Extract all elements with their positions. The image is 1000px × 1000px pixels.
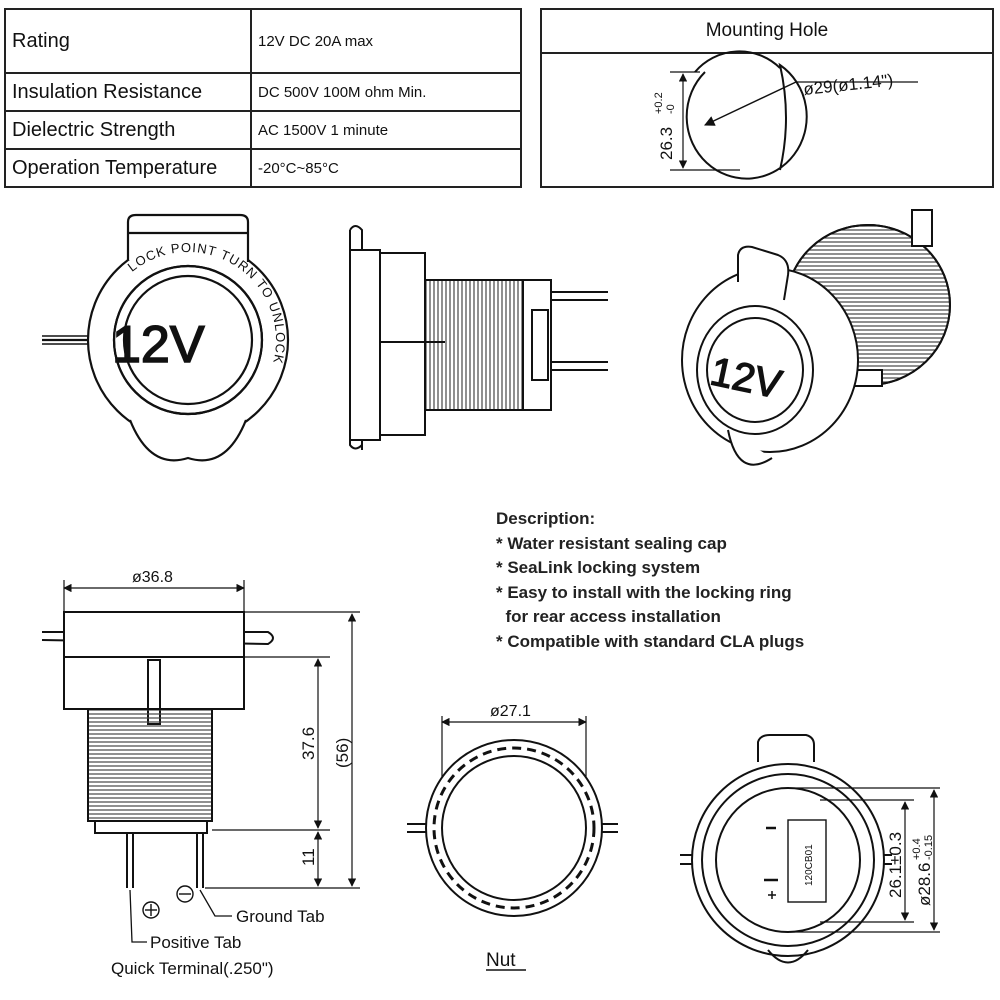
rear-outer-tol-plus: +0.4 bbox=[911, 838, 923, 860]
description-item: * Compatible with standard CLA plugs bbox=[496, 631, 805, 651]
mounting-hole-diameter: ø29(ø1.14") bbox=[802, 71, 894, 99]
rear-outer-dimension: ø28.6 +0.4 -0.15 bbox=[911, 835, 935, 906]
mounting-hole-title: Mounting Hole bbox=[542, 10, 992, 54]
side-terminal-length: 11 bbox=[299, 848, 318, 866]
spec-value: AC 1500V 1 minute bbox=[250, 110, 522, 150]
mounting-hole-height-dim: 26.3 +0.2 -0 bbox=[653, 92, 677, 160]
description-item: * Easy to install with the locking ring bbox=[496, 582, 792, 602]
mounting-hole-panel: Mounting Hole bbox=[540, 8, 994, 188]
socket-perspective-view bbox=[681, 209, 951, 466]
rear-view bbox=[680, 734, 940, 964]
description-item: * SeaLink locking system bbox=[496, 558, 701, 577]
side-body-length: 37.6 bbox=[299, 727, 318, 760]
nut-view bbox=[407, 716, 618, 971]
description-heading: Description: bbox=[496, 509, 596, 528]
rear-board-code: 120CB01 bbox=[804, 844, 815, 886]
ground-tab-label: Ground Tab bbox=[236, 907, 325, 926]
socket-side-view bbox=[349, 225, 608, 450]
spec-table: Rating 12V DC 20A max Insulation Resista… bbox=[4, 8, 996, 196]
mounting-hole-height-tol-minus: -0 bbox=[665, 104, 677, 114]
quick-terminal-label: Quick Terminal(.250") bbox=[111, 959, 274, 978]
side-total-length: (56) bbox=[333, 738, 352, 768]
spec-label: Dielectric Strength bbox=[4, 110, 252, 150]
positive-tab-label: Positive Tab bbox=[150, 933, 241, 952]
description-block: Description: * Water resistant sealing c… bbox=[496, 507, 804, 654]
spec-value: -20°C~85°C bbox=[250, 148, 522, 188]
nut-diameter-label: ø27.1 bbox=[490, 703, 531, 720]
description-item: for rear access installation bbox=[496, 607, 721, 626]
rear-inner-dimension: 26.1±0.3 bbox=[886, 832, 905, 898]
spec-value: DC 500V 100M ohm Min. bbox=[250, 72, 522, 112]
spec-row: Insulation Resistance DC 500V 100M ohm M… bbox=[4, 72, 522, 112]
mounting-hole-height-tol-plus: +0.2 bbox=[653, 92, 665, 114]
mounting-hole-height: 26.3 bbox=[657, 127, 676, 160]
rear-outer-tol-minus: -0.15 bbox=[923, 835, 935, 860]
spec-label: Rating bbox=[4, 8, 252, 74]
socket-front-view bbox=[42, 213, 290, 462]
rear-outer-dimension-value: ø28.6 bbox=[915, 863, 934, 906]
description-item: * Water resistant sealing cap bbox=[496, 533, 727, 553]
spec-row: Dielectric Strength AC 1500V 1 minute bbox=[4, 110, 522, 150]
nut-label: Nut bbox=[486, 950, 516, 971]
spec-label: Insulation Resistance bbox=[4, 72, 252, 112]
spec-row: Operation Temperature -20°C~85°C bbox=[4, 148, 522, 188]
side-dimension-view bbox=[41, 580, 360, 943]
spec-label: Operation Temperature bbox=[4, 148, 252, 188]
spec-row: Rating 12V DC 20A max bbox=[4, 8, 522, 74]
spec-value: 12V DC 20A max bbox=[250, 8, 522, 74]
socket-face-label: 12V bbox=[112, 316, 205, 374]
side-diameter-label: ø36.8 bbox=[132, 569, 173, 586]
mounting-hole-drawing bbox=[670, 50, 918, 180]
